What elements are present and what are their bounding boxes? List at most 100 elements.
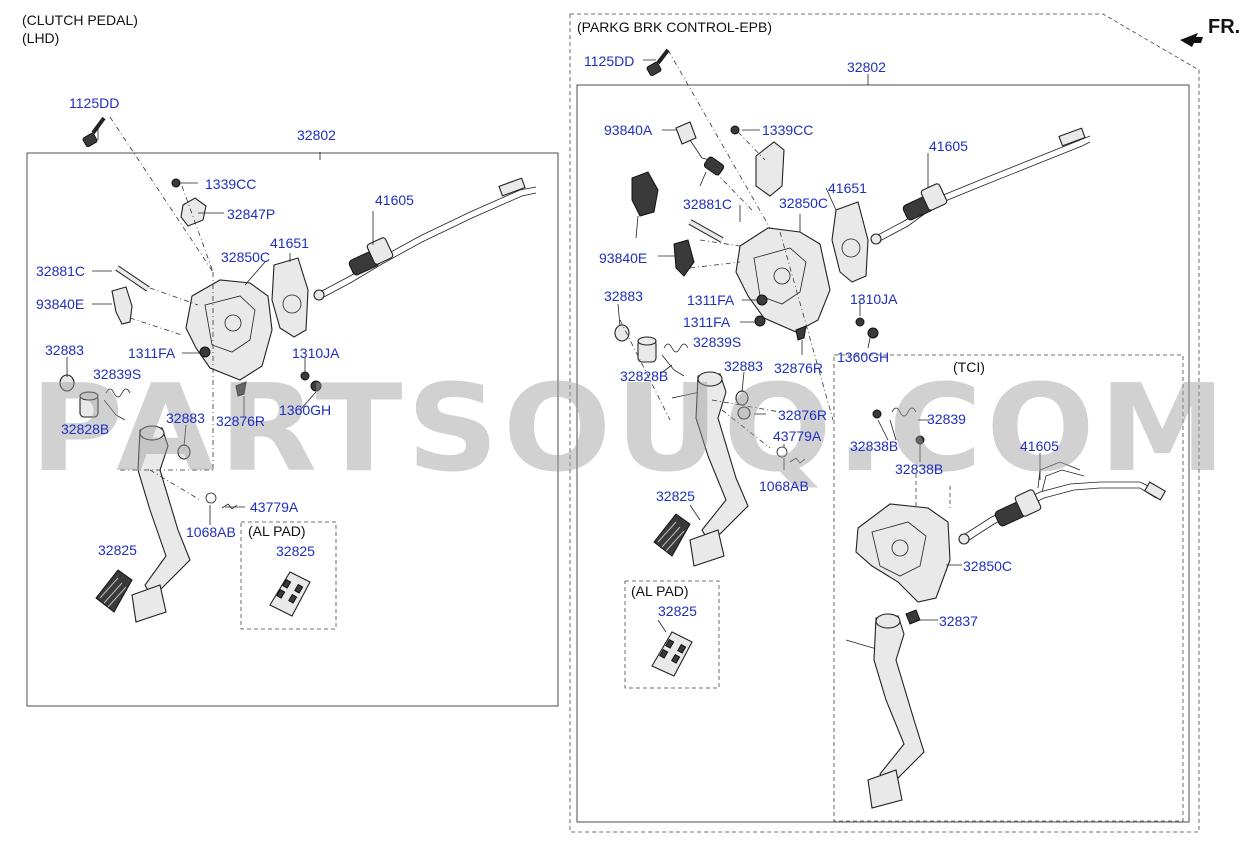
right-section-frame bbox=[569, 13, 1200, 833]
nut-icon bbox=[855, 317, 865, 327]
part-label-32839s[interactable]: 32839S bbox=[693, 334, 741, 350]
part-label-43779a[interactable]: 43779A bbox=[250, 499, 299, 515]
collar-icon bbox=[79, 391, 99, 418]
al-pedal-pad-icon bbox=[269, 571, 311, 617]
part-label-1311fa-lower[interactable]: 1311FA bbox=[683, 314, 731, 330]
left-assembly-frame bbox=[26, 152, 559, 707]
nut-icon bbox=[199, 346, 211, 358]
part-label-41605[interactable]: 41605 bbox=[375, 192, 414, 208]
tci-box bbox=[833, 354, 1184, 822]
part-label-32825-al-pad[interactable]: 32825 bbox=[276, 543, 315, 559]
switch-icon bbox=[111, 286, 133, 325]
master-cylinder-icon bbox=[870, 127, 1091, 245]
nut-icon bbox=[310, 380, 322, 392]
part-label-32828b[interactable]: 32828B bbox=[61, 421, 109, 437]
part-label-32839[interactable]: 32839 bbox=[927, 411, 966, 427]
part-label-41651[interactable]: 41651 bbox=[270, 235, 309, 251]
part-label-32847p[interactable]: 32847P bbox=[227, 206, 275, 222]
part-label-32881c[interactable]: 32881C bbox=[683, 196, 732, 212]
part-label-93840e[interactable]: 93840E bbox=[599, 250, 647, 266]
part-label-32850c[interactable]: 32850C bbox=[221, 249, 270, 265]
part-label-32825[interactable]: 32825 bbox=[98, 542, 137, 558]
part-label-32883[interactable]: 32883 bbox=[45, 342, 84, 358]
pedal-arm-icon bbox=[131, 425, 191, 623]
part-label-32850c[interactable]: 32850C bbox=[779, 195, 828, 211]
part-label-32876r[interactable]: 32876R bbox=[216, 413, 265, 429]
section-title-clutch-pedal: (CLUTCH PEDAL) bbox=[22, 12, 138, 28]
nut-icon bbox=[867, 327, 879, 339]
part-label-32883-lower[interactable]: 32883 bbox=[724, 358, 763, 374]
master-cylinder-icon bbox=[313, 177, 537, 301]
part-label-43779a[interactable]: 43779A bbox=[773, 428, 822, 444]
watermark: PARTSOUQ.COM bbox=[30, 360, 1230, 499]
part-label-1360gh[interactable]: 1360GH bbox=[279, 402, 331, 418]
sensor-icon bbox=[675, 121, 725, 187]
pin-icon bbox=[115, 265, 150, 292]
nut-icon bbox=[754, 315, 766, 327]
right-assembly-frame bbox=[576, 84, 1190, 823]
part-label-32883[interactable]: 32883 bbox=[604, 288, 643, 304]
tci-label: (TCI) bbox=[953, 359, 985, 375]
right-assembly-drawing bbox=[614, 48, 1167, 809]
part-label-41605-tci[interactable]: 41605 bbox=[1020, 438, 1059, 454]
pedal-arm-icon bbox=[671, 371, 749, 567]
washer-icon bbox=[205, 492, 217, 504]
bolt-icon bbox=[646, 48, 670, 77]
al-pedal-pad-icon bbox=[651, 631, 693, 677]
section-title-parking-brake: (PARKG BRK CONTROL-EPB) bbox=[577, 19, 772, 35]
gasket-icon bbox=[271, 257, 309, 338]
part-label-32825-al-pad[interactable]: 32825 bbox=[658, 603, 697, 619]
part-label-93840a[interactable]: 93840A bbox=[604, 122, 653, 138]
part-label-1339cc[interactable]: 1339CC bbox=[205, 176, 256, 192]
part-label-1068ab[interactable]: 1068AB bbox=[186, 524, 236, 540]
stopper-icon bbox=[795, 325, 807, 341]
nut-icon bbox=[730, 125, 740, 135]
part-label-1339cc[interactable]: 1339CC bbox=[762, 122, 813, 138]
bolt-icon bbox=[82, 116, 106, 148]
part-label-32883[interactable]: 32883 bbox=[166, 410, 205, 426]
pedal-pad-icon bbox=[653, 513, 691, 557]
tci-pedal-icon bbox=[845, 609, 925, 809]
part-label-32838b[interactable]: 32838B bbox=[850, 438, 898, 454]
right-al-pad-box bbox=[624, 580, 720, 689]
part-label-41651[interactable]: 41651 bbox=[828, 180, 867, 196]
right-al-pad-label: (AL PAD) bbox=[631, 583, 689, 599]
bushing-icon bbox=[737, 406, 751, 420]
pedal-pad-icon bbox=[95, 569, 133, 613]
part-label-32828b[interactable]: 32828B bbox=[620, 368, 668, 384]
section-subtitle-lhd: (LHD) bbox=[22, 30, 59, 46]
part-label-1125dd[interactable]: 1125DD bbox=[584, 53, 634, 69]
part-label-41605[interactable]: 41605 bbox=[929, 138, 968, 154]
clip-icon bbox=[221, 503, 238, 510]
front-label: FR. bbox=[1208, 16, 1240, 38]
washer-icon bbox=[776, 446, 788, 458]
part-label-32838b-lower[interactable]: 32838B bbox=[895, 461, 943, 477]
part-label-32881c[interactable]: 32881C bbox=[36, 263, 85, 279]
part-label-32802[interactable]: 32802 bbox=[847, 59, 886, 75]
part-label-1068ab[interactable]: 1068AB bbox=[759, 478, 809, 494]
pin-icon bbox=[688, 219, 724, 243]
part-label-32837[interactable]: 32837 bbox=[939, 613, 978, 629]
switch-icon bbox=[631, 171, 695, 277]
nut-icon bbox=[756, 294, 768, 306]
part-label-93840e[interactable]: 93840E bbox=[36, 296, 84, 312]
part-label-32825[interactable]: 32825 bbox=[656, 488, 695, 504]
part-label-32850c-tci[interactable]: 32850C bbox=[963, 558, 1012, 574]
part-label-32876r-lower[interactable]: 32876R bbox=[778, 407, 827, 423]
part-label-1311fa[interactable]: 1311FA bbox=[687, 292, 735, 308]
tci-pedal-bracket-icon bbox=[855, 503, 951, 603]
part-label-1360gh[interactable]: 1360GH bbox=[837, 349, 889, 365]
gasket-icon bbox=[831, 201, 869, 283]
part-label-32839s[interactable]: 32839S bbox=[93, 366, 141, 382]
part-label-32802[interactable]: 32802 bbox=[297, 127, 336, 143]
part-label-1310ja[interactable]: 1310JA bbox=[292, 345, 340, 361]
part-label-1310ja[interactable]: 1310JA bbox=[850, 291, 898, 307]
part-label-32876r[interactable]: 32876R bbox=[774, 360, 823, 376]
part-label-1125dd[interactable]: 1125DD bbox=[69, 95, 119, 111]
front-arrow-icon bbox=[1180, 33, 1203, 47]
part-label-1311fa[interactable]: 1311FA bbox=[128, 345, 176, 361]
spring-icon bbox=[661, 343, 689, 377]
pedal-bracket-icon bbox=[735, 227, 831, 333]
stopper-icon bbox=[235, 381, 247, 397]
